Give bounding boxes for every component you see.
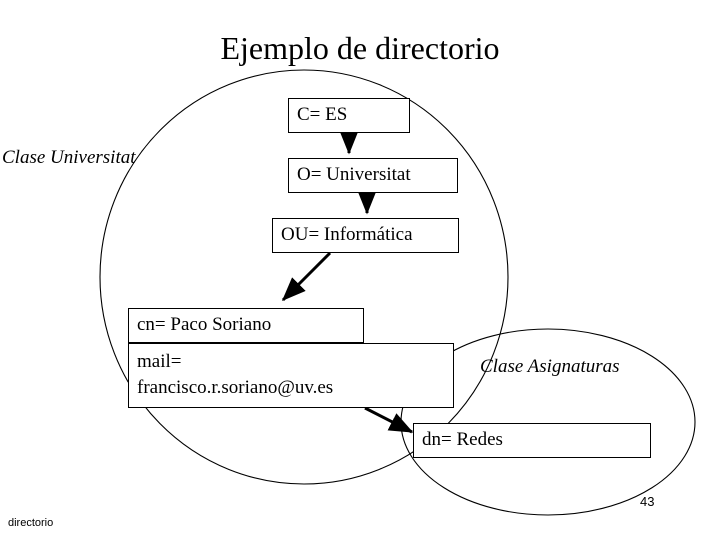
page-title: Ejemplo de directorio xyxy=(220,30,500,66)
node-box-organizational-unit: OU= Informática xyxy=(272,218,459,253)
connector-ou-to-cn xyxy=(281,251,332,302)
node-box-mail: mail= francisco.r.soriano@uv.es xyxy=(128,343,454,408)
node-box-country: C= ES xyxy=(288,98,410,133)
node-box-organization: O= Universitat xyxy=(288,158,458,193)
footer-label: directorio xyxy=(8,517,54,529)
connector-mail-to-dn xyxy=(364,406,414,434)
class-label-asignaturas: Clase Asignaturas xyxy=(480,356,620,377)
node-box-dn: dn= Redes xyxy=(413,423,651,458)
page-number: 43 xyxy=(640,494,655,509)
class-label-universitat: Clase Universitat xyxy=(2,147,136,168)
node-box-common-name: cn= Paco Soriano xyxy=(128,308,364,343)
